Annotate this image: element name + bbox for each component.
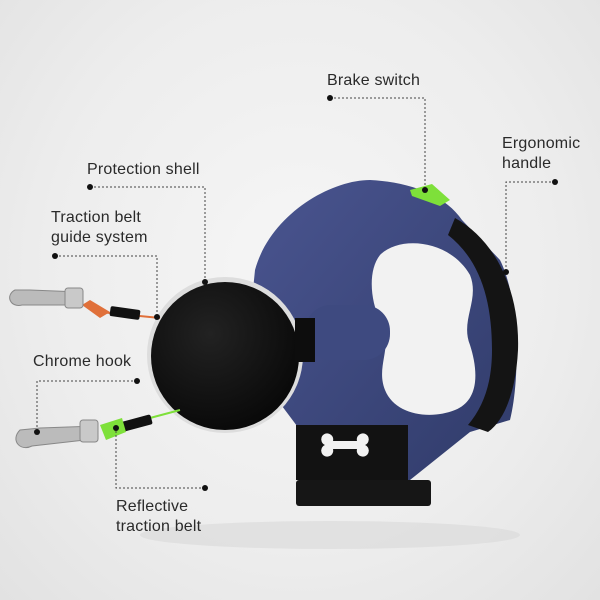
- handle-body: [250, 180, 519, 506]
- bottom-hook: [15, 409, 181, 448]
- top-hook: [9, 287, 161, 320]
- label-traction-belt-guide: Traction belt guide system: [51, 209, 148, 246]
- callout-dots: [34, 95, 558, 491]
- callout-lines: [36, 97, 555, 489]
- label-reflective-belt: Reflective traction belt: [116, 498, 202, 535]
- reel: [147, 277, 315, 433]
- label-brake-switch: Brake switch: [327, 72, 421, 89]
- label-ergonomic-handle: Ergonomic handle: [502, 135, 581, 172]
- label-chrome-hook: Chrome hook: [33, 353, 132, 370]
- label-protection-shell: Protection shell: [87, 161, 200, 178]
